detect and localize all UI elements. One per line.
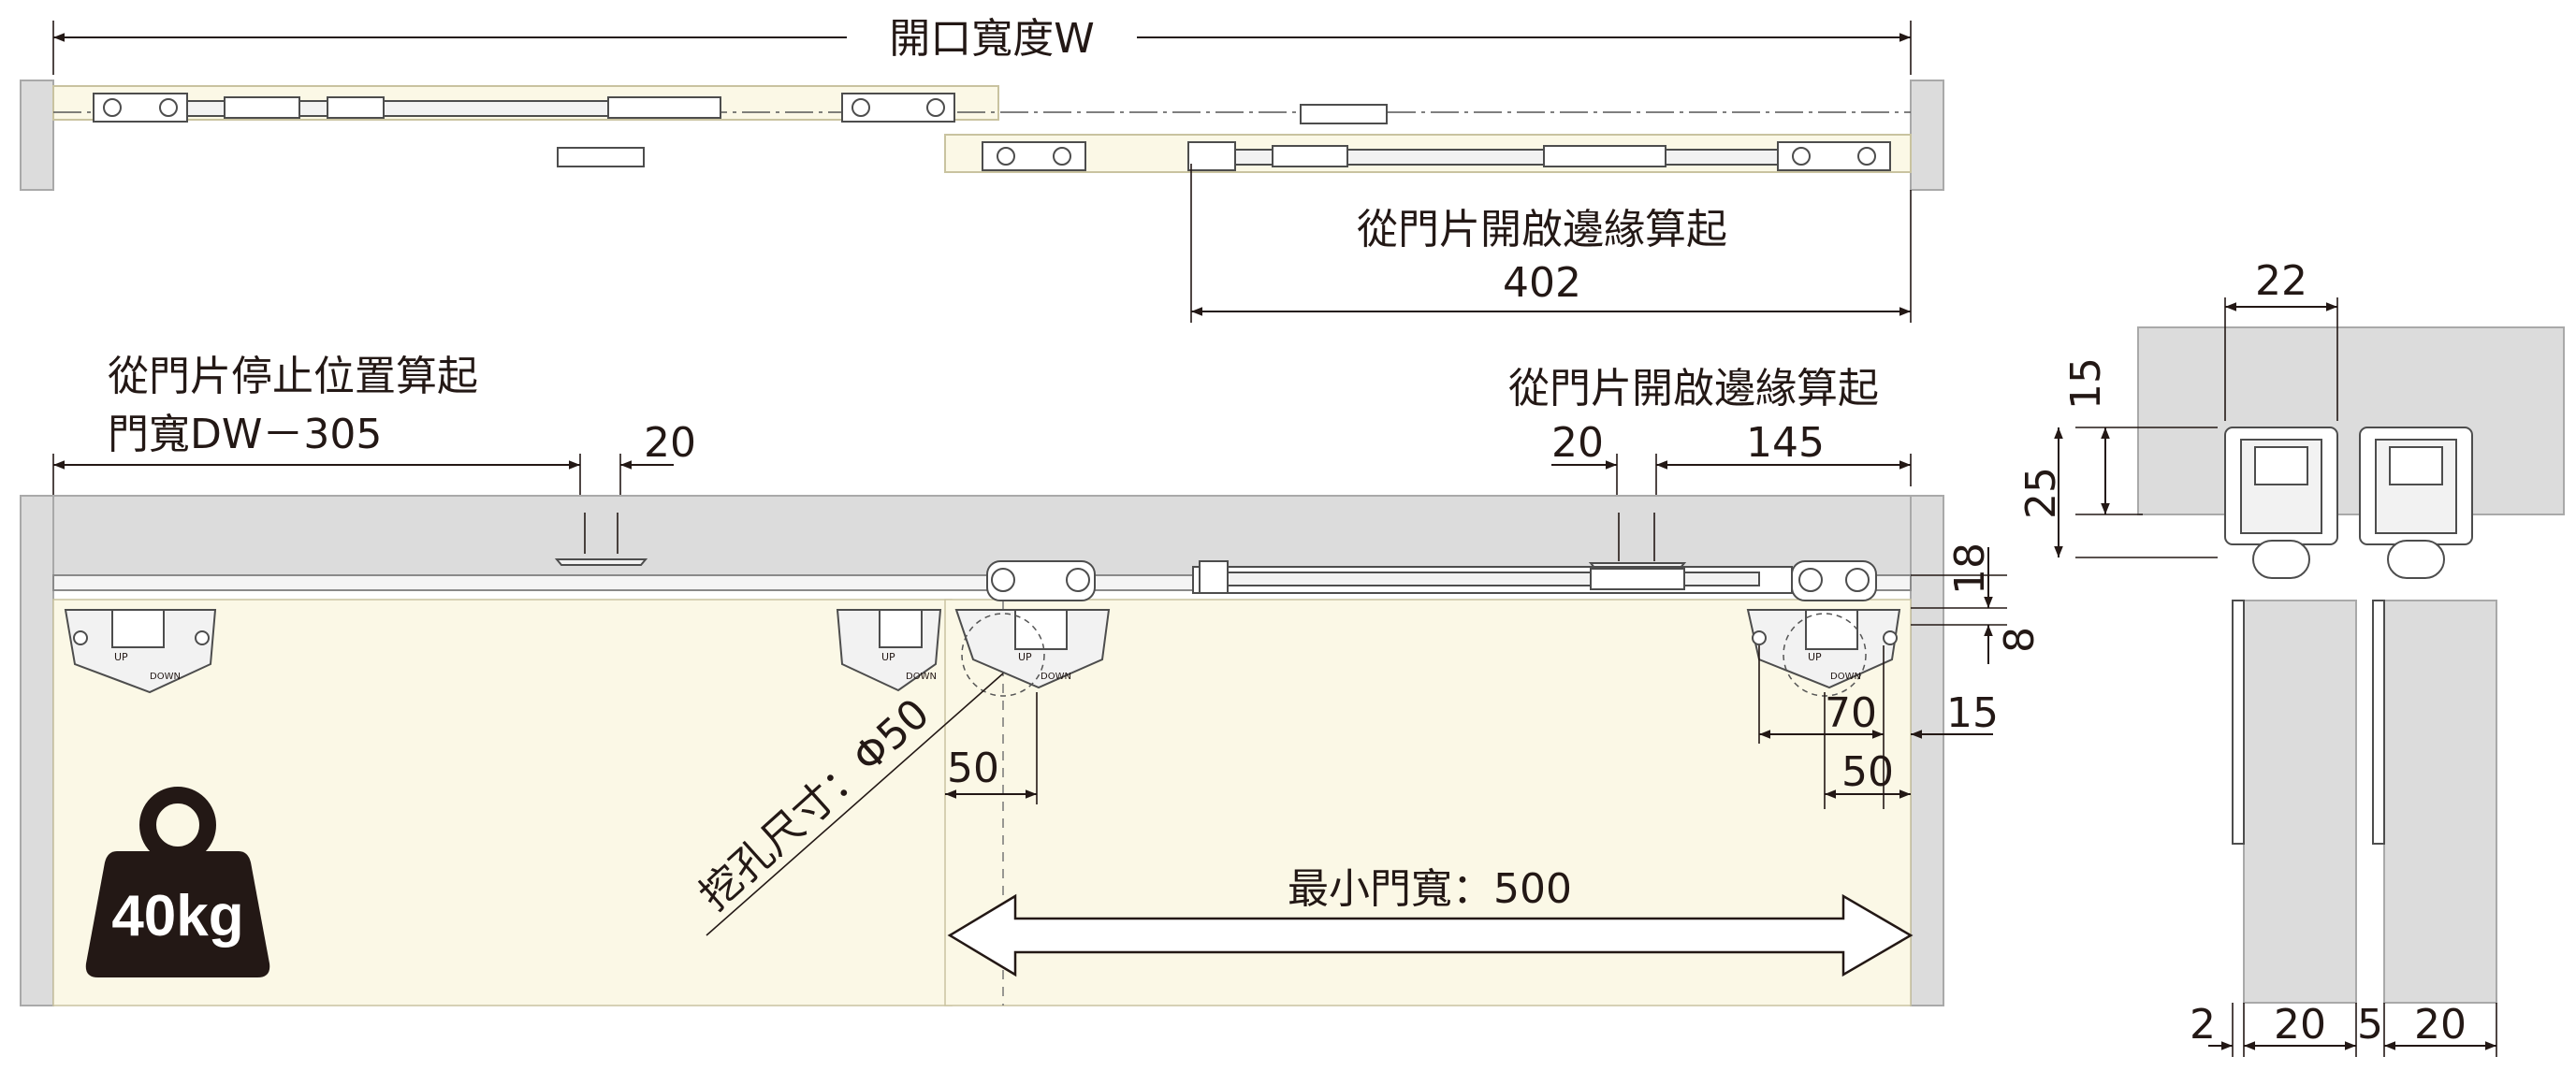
weight-icon: 40kg	[85, 787, 270, 977]
up-mark-1: UP	[114, 651, 128, 663]
side-roller-2	[2359, 427, 2473, 579]
dim-70-label: 70	[1825, 689, 1877, 737]
front-right-wall	[1910, 495, 1944, 1006]
down-mark-3: DOWN	[1041, 672, 1071, 682]
roller-bracket-3: UP DOWN	[954, 560, 1111, 697]
down-mark-1: DOWN	[150, 672, 181, 682]
soft-close-damper	[1192, 560, 1793, 594]
door-width-formula: 門寬DW－305	[108, 411, 382, 458]
side-ceiling	[2137, 326, 2565, 515]
dim-145-label: 145	[1746, 419, 1825, 467]
side-25-label: 25	[2017, 467, 2065, 519]
weight-label: 40kg	[111, 884, 243, 948]
min-door-width-label: 最小門寬：500	[1288, 865, 1572, 913]
side-door-1	[2243, 600, 2357, 1004]
side-22-label: 22	[2255, 257, 2307, 305]
top-track-hardware-2	[982, 141, 1891, 171]
left-wall	[20, 80, 54, 191]
dim-402-label: 402	[1503, 259, 1581, 307]
roller-bracket-1: UP DOWN	[64, 609, 217, 694]
front-left-wall	[20, 495, 54, 1006]
top-stopper-1	[557, 147, 645, 167]
top-track-hardware-1	[93, 93, 955, 123]
up-mark-2: UP	[881, 651, 895, 663]
open-edge-label-right: 從門片開啟邊緣算起	[1508, 365, 1879, 412]
side-bracket-2	[2372, 600, 2385, 845]
down-mark-4: DOWN	[1830, 672, 1861, 682]
side-door-2	[2383, 600, 2497, 1004]
top-stopper-2	[1300, 104, 1388, 124]
dim-15-right-label: 15	[1946, 689, 1999, 737]
up-mark-4: UP	[1808, 651, 1822, 663]
dim-50-right-label: 50	[1841, 748, 1894, 796]
hole-leader-line	[706, 673, 1004, 936]
side-2-label: 2	[2190, 1001, 2216, 1049]
min-width-arrow	[947, 893, 1914, 977]
dim-50-mid-label: 50	[947, 745, 999, 792]
top-plan-view: 開口寬度W	[20, 15, 1944, 323]
dim-20-right-label: 20	[1551, 419, 1604, 467]
dim-8-label: 8	[1996, 627, 2044, 653]
roller-bracket-2: UP DOWN	[836, 609, 942, 692]
side-20a-label: 20	[2274, 1001, 2326, 1049]
roller-bracket-4: UP DOWN	[1746, 560, 1901, 697]
side-20b-label: 20	[2414, 1001, 2467, 1049]
down-mark-2: DOWN	[906, 672, 937, 682]
left-stopper	[554, 513, 648, 566]
right-wall	[1910, 80, 1944, 191]
dim-20-left-label: 20	[644, 419, 696, 467]
front-elevation: 從門片停止位置算起 門寬DW－305 20 從門片開啟邊緣算起 20 145	[20, 353, 2044, 1006]
side-section-view: 22 15 25	[2017, 257, 2565, 1057]
up-mark-3: UP	[1018, 651, 1032, 663]
dim-18-label: 18	[1946, 543, 1994, 595]
side-roller-1	[2224, 427, 2338, 579]
opening-width-label: 開口寬度W	[889, 15, 1095, 63]
side-15-label: 15	[2062, 357, 2110, 410]
door-stop-label: 從門片停止位置算起	[108, 353, 478, 400]
open-edge-label-top: 從門片開啟邊緣算起	[1357, 206, 1727, 253]
side-bracket-1	[2232, 600, 2245, 845]
front-header-wall	[20, 495, 1944, 576]
side-5-label: 5	[2357, 1001, 2383, 1049]
